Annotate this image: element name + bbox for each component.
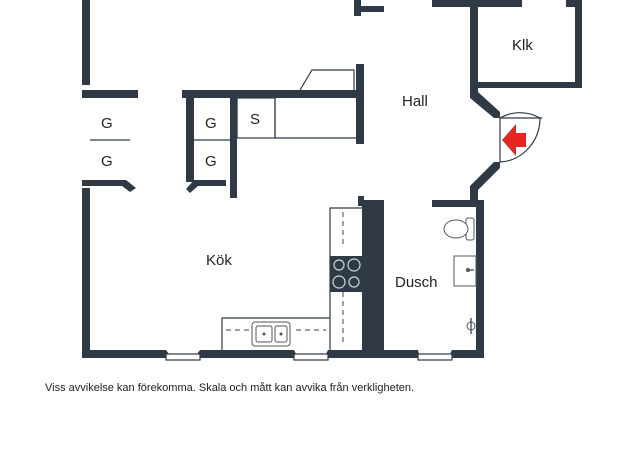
room-label-klk: Klk <box>512 37 533 54</box>
shower-fixture-icon <box>466 318 476 334</box>
room-label-hall: Hall <box>402 93 428 110</box>
closets <box>90 69 356 141</box>
entrance-door <box>499 112 542 163</box>
toilet-icon <box>443 217 475 241</box>
storage-label-g2: G <box>101 153 113 170</box>
storage-label-g4: G <box>205 153 217 170</box>
storage-label-g1: G <box>101 115 113 132</box>
stove-icon <box>330 256 362 292</box>
disclaimer-text: Viss avvikelse kan förekomma. Skala och … <box>45 382 415 394</box>
storage-label-g3: G <box>205 115 217 132</box>
room-label-dusch: Dusch <box>395 274 438 291</box>
outer-walls <box>82 0 582 358</box>
washbasin-icon <box>453 255 477 287</box>
kitchen-counters <box>221 207 362 350</box>
windows <box>156 350 460 361</box>
kitchen-sink-icon <box>251 321 291 347</box>
storage-label-s: S <box>250 111 260 128</box>
room-label-kok: Kök <box>206 252 232 269</box>
entrance-arrow-icon <box>502 124 526 156</box>
